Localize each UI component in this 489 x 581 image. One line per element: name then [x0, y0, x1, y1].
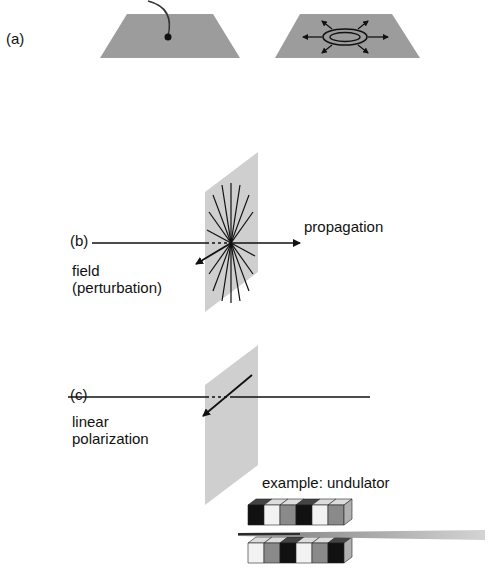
water-surface-drop — [100, 1, 240, 58]
panel-letter: (a) — [6, 30, 46, 47]
annotation: linear polarization — [72, 413, 167, 447]
annotation: propagation — [304, 218, 414, 235]
annotation: example: undulator — [262, 474, 422, 491]
panel-letter: (b) — [70, 232, 110, 249]
photon-beam — [238, 530, 485, 540]
annotation: field (perturbation) — [72, 262, 172, 296]
panel-letter: (c) — [70, 386, 110, 403]
undulator-magnets — [248, 499, 352, 563]
electron-beam — [238, 533, 300, 535]
water-surface-ripple — [275, 14, 420, 58]
